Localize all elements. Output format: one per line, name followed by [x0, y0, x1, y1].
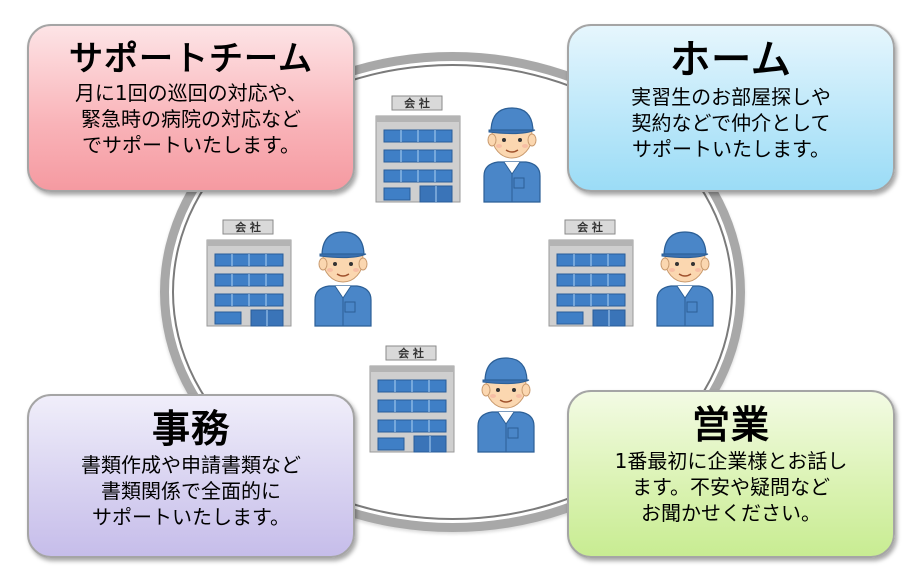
sales-description: 1番最初に企業様とお話し ます。不安や疑問など お聞かせください。 — [569, 448, 893, 526]
worker-icon — [314, 231, 372, 327]
company-worker-right: 会 社 — [545, 218, 715, 328]
office-work-title: 事務 — [151, 407, 230, 451]
home-title: ホーム — [670, 37, 792, 83]
company-sign-text: 会 社 — [404, 96, 430, 110]
support-team-title: サポートチーム — [69, 39, 313, 79]
office-line-3: サポートいたします。 — [92, 505, 290, 529]
sales-line-1: 1番最初に企業様とお話し — [614, 449, 848, 473]
sales-line-2: ます。不安や疑問など — [632, 475, 830, 499]
sales-card: 営業 1番最初に企業様とお話し ます。不安や疑問など お聞かせください。 — [567, 390, 895, 558]
office-line-2: 書類関係で全面的に — [101, 479, 281, 503]
company-worker-top: 会 社 — [372, 94, 542, 204]
support-line-1: 月に1回の巡回の対応や、 — [74, 81, 308, 105]
company-building-icon: 会 社 — [369, 345, 455, 453]
company-worker-left: 会 社 — [203, 218, 373, 328]
home-line-1: 実習生のお部屋探しや — [631, 85, 831, 109]
sales-line-3: お聞かせください。 — [641, 501, 821, 525]
home-description: 実習生のお部屋探しや 契約などで仲介として サポートいたします。 — [569, 84, 893, 162]
home-line-3: サポートいたします。 — [632, 137, 830, 161]
company-sign-text: 会 社 — [398, 346, 424, 360]
office-work-description: 書類作成や申請書類など 書類関係で全面的に サポートいたします。 — [29, 452, 353, 530]
worker-icon — [477, 357, 535, 453]
support-line-2: 緊急時の病院の対応など — [81, 107, 301, 131]
worker-icon — [656, 231, 714, 327]
home-card: ホーム 実習生のお部屋探しや 契約などで仲介として サポートいたします。 — [567, 24, 895, 192]
sales-title: 営業 — [691, 403, 770, 447]
company-building-icon: 会 社 — [548, 219, 634, 327]
office-line-1: 書類作成や申請書類など — [81, 453, 301, 477]
support-line-3: でサポートいたします。 — [82, 133, 300, 157]
company-sign-text: 会 社 — [577, 220, 603, 234]
company-building-icon: 会 社 — [206, 219, 292, 327]
company-worker-bottom: 会 社 — [366, 344, 536, 454]
support-team-description: 月に1回の巡回の対応や、 緊急時の病院の対応など でサポートいたします。 — [29, 80, 353, 158]
support-team-card: サポートチーム 月に1回の巡回の対応や、 緊急時の病院の対応など でサポートいた… — [27, 24, 355, 192]
office-work-card: 事務 書類作成や申請書類など 書類関係で全面的に サポートいたします。 — [27, 394, 355, 558]
company-sign-text: 会 社 — [235, 220, 261, 234]
cycle-ring-inner — [172, 64, 733, 520]
company-building-icon: 会 社 — [375, 95, 461, 203]
home-line-2: 契約などで仲介として — [631, 111, 831, 135]
worker-icon — [483, 107, 541, 203]
